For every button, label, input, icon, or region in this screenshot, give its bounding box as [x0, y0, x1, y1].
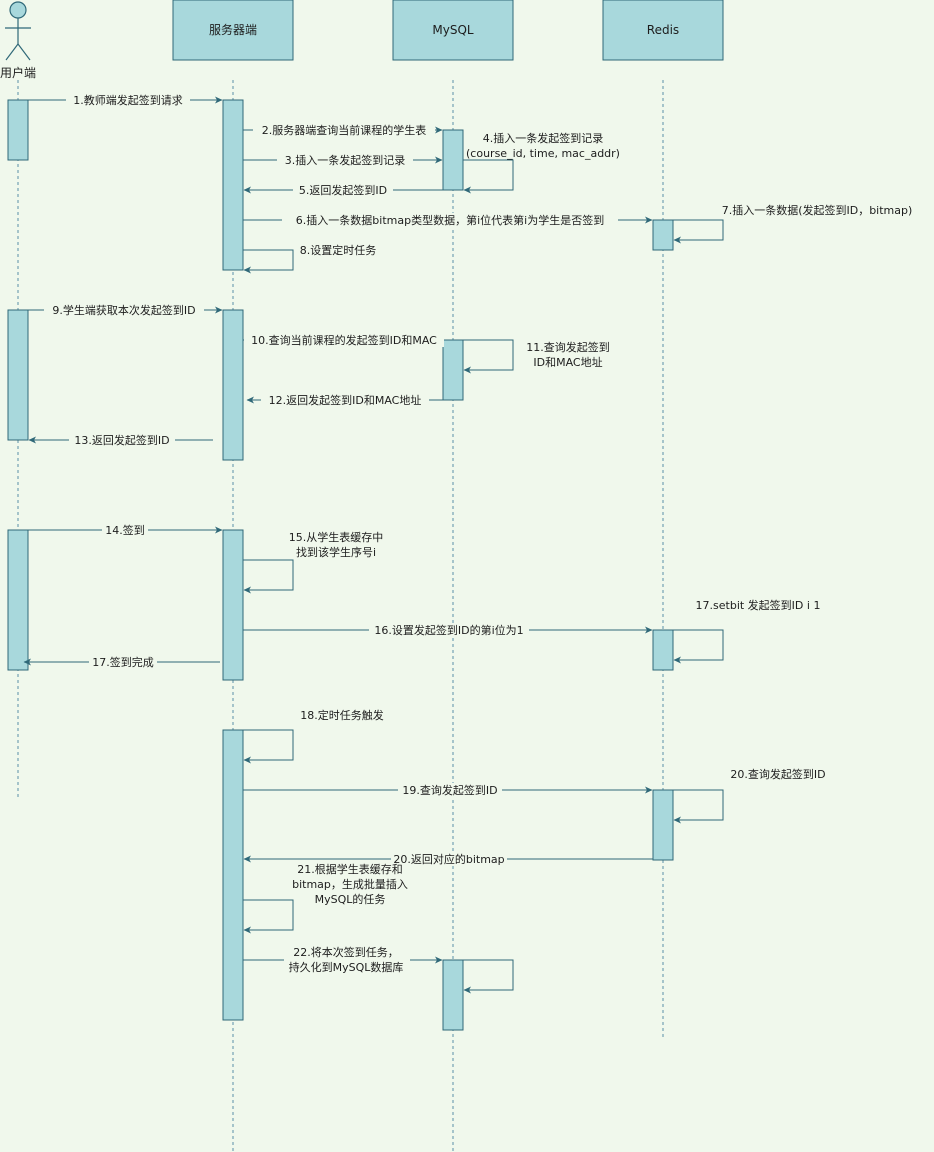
- svg-text:10.查询当前课程的发起签到ID和MAC: 10.查询当前课程的发起签到ID和MAC: [251, 333, 437, 347]
- message-16: 16.设置发起签到ID的第i位为1: [243, 623, 653, 637]
- svg-text:(course_id, time, mac_addr): (course_id, time, mac_addr): [466, 147, 620, 160]
- message-17-return: 17.签到完成: [23, 655, 220, 669]
- user-activation: [7, 529, 29, 671]
- svg-text:22.将本次签到任务，: 22.将本次签到任务，: [293, 945, 399, 959]
- svg-text:7.插入一条数据(发起签到ID，bitmap): 7.插入一条数据(发起签到ID，bitmap): [722, 203, 913, 217]
- message-5: 5.返回发起签到ID: [243, 183, 443, 197]
- message-12: 12.返回发起签到ID和MAC地址: [246, 393, 463, 407]
- message-2: 2.服务器端查询当前课程的学生表: [243, 123, 443, 137]
- svg-text:持久化到MySQL数据库: 持久化到MySQL数据库: [289, 960, 404, 974]
- server-activation: [222, 309, 244, 461]
- message-8-self: 8.设置定时任务: [243, 243, 377, 274]
- server-activation: [222, 99, 244, 271]
- svg-text:20.查询发起签到ID: 20.查询发起签到ID: [730, 767, 825, 781]
- svg-text:3.插入一条发起签到记录: 3.插入一条发起签到记录: [285, 153, 406, 167]
- message-19: 19.查询发起签到ID: [243, 783, 653, 797]
- server-label: 服务器端: [209, 22, 257, 37]
- message-10: 10.查询当前课程的发起签到ID和MAC: [243, 333, 444, 347]
- message-20-return: 20.返回对应的bitmap: [243, 852, 653, 866]
- redis-activation: [652, 219, 674, 251]
- svg-text:18.定时任务触发: 18.定时任务触发: [300, 708, 384, 722]
- svg-text:5.返回发起签到ID: 5.返回发起签到ID: [299, 183, 387, 197]
- server-participant: 服务器端: [172, 0, 294, 61]
- svg-text:20.返回对应的bitmap: 20.返回对应的bitmap: [393, 852, 504, 866]
- svg-text:17.签到完成: 17.签到完成: [92, 655, 154, 669]
- message-6: 6.插入一条数据bitmap类型数据，第i位代表第i为学生是否签到: [243, 213, 653, 227]
- svg-text:15.从学生表缓存中: 15.从学生表缓存中: [289, 530, 384, 544]
- redis-label: Redis: [647, 23, 679, 37]
- user-label: 用户端: [0, 65, 36, 80]
- message-22-self: [463, 959, 514, 994]
- svg-text:13.返回发起签到ID: 13.返回发起签到ID: [74, 433, 169, 447]
- redis-activation: [652, 789, 674, 861]
- mysql-activation: [442, 339, 464, 401]
- svg-text:11.查询发起签到: 11.查询发起签到: [526, 340, 610, 354]
- svg-text:9.学生端获取本次发起签到ID: 9.学生端获取本次发起签到ID: [52, 303, 195, 317]
- mysql-activation: [442, 959, 464, 1031]
- svg-text:14.签到: 14.签到: [105, 523, 145, 537]
- mysql-label: MySQL: [432, 23, 474, 37]
- server-activation: [222, 529, 244, 681]
- user-actor: 用户端: [0, 1, 36, 80]
- svg-text:2.服务器端查询当前课程的学生表: 2.服务器端查询当前课程的学生表: [262, 123, 427, 137]
- svg-text:17.setbit 发起签到ID i 1: 17.setbit 发起签到ID i 1: [696, 598, 821, 612]
- message-14: 14.签到: [28, 523, 223, 537]
- svg-text:1.教师端发起签到请求: 1.教师端发起签到请求: [73, 93, 183, 107]
- svg-text:找到该学生序号i: 找到该学生序号i: [296, 545, 376, 559]
- user-activation: [7, 309, 29, 441]
- message-21-self: 21.根据学生表缓存和 bitmap，生成批量插入 MySQL的任务: [243, 862, 408, 934]
- svg-text:21.根据学生表缓存和: 21.根据学生表缓存和: [297, 862, 403, 876]
- message-13: 13.返回发起签到ID: [28, 433, 213, 447]
- mysql-activation: [442, 129, 464, 191]
- message-17-self: 17.setbit 发起签到ID i 1: [673, 598, 821, 664]
- message-18-self: 18.定时任务触发: [243, 708, 384, 764]
- message-20-self: 20.查询发起签到ID: [673, 767, 826, 824]
- message-22: 22.将本次签到任务， 持久化到MySQL数据库: [243, 945, 443, 976]
- message-1: 1.教师端发起签到请求: [28, 93, 223, 107]
- svg-text:ID和MAC地址: ID和MAC地址: [533, 355, 602, 369]
- message-9: 9.学生端获取本次发起签到ID: [28, 303, 223, 317]
- svg-text:4.插入一条发起签到记录: 4.插入一条发起签到记录: [483, 131, 604, 145]
- svg-text:bitmap，生成批量插入: bitmap，生成批量插入: [292, 877, 408, 891]
- redis-activation: [652, 629, 674, 671]
- message-7-self: 7.插入一条数据(发起签到ID，bitmap): [673, 203, 913, 244]
- server-activation: [222, 729, 244, 1021]
- svg-text:16.设置发起签到ID的第i位为1: 16.设置发起签到ID的第i位为1: [374, 623, 523, 637]
- svg-text:6.插入一条数据bitmap类型数据，第i位代表第i为学生是: 6.插入一条数据bitmap类型数据，第i位代表第i为学生是否签到: [296, 213, 604, 227]
- user-activation: [7, 99, 29, 161]
- svg-text:8.设置定时任务: 8.设置定时任务: [300, 243, 377, 257]
- svg-text:MySQL的任务: MySQL的任务: [315, 892, 386, 906]
- message-15-self: 15.从学生表缓存中 找到该学生序号i: [243, 530, 384, 594]
- mysql-participant: MySQL: [392, 0, 514, 61]
- redis-participant: Redis: [602, 0, 724, 61]
- svg-text:12.返回发起签到ID和MAC地址: 12.返回发起签到ID和MAC地址: [269, 393, 422, 407]
- message-4-self: 4.插入一条发起签到记录 (course_id, time, mac_addr): [463, 131, 620, 194]
- message-11-self: 11.查询发起签到 ID和MAC地址: [463, 339, 610, 374]
- svg-text:19.查询发起签到ID: 19.查询发起签到ID: [402, 783, 497, 797]
- message-3: 3.插入一条发起签到记录: [243, 153, 443, 167]
